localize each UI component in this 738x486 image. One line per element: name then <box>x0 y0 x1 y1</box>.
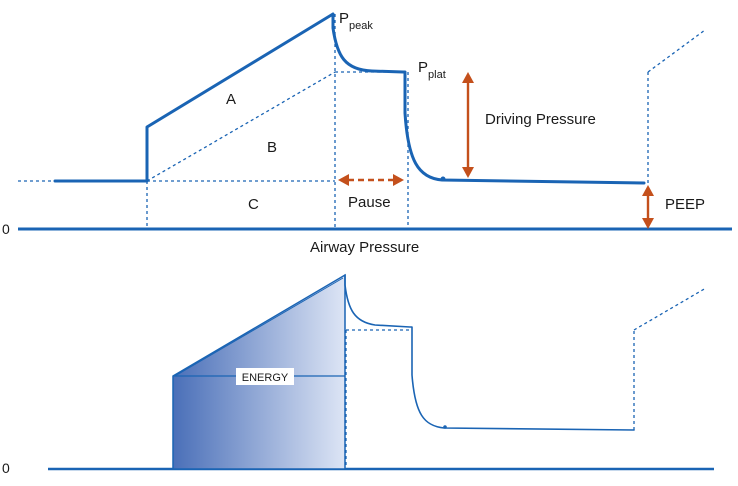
top-pressure-curve <box>53 12 646 185</box>
top-dotted-area-b-diagonal <box>146 71 336 182</box>
airway-pressure-title: Airway Pressure <box>310 239 419 256</box>
area-a-label: A <box>226 91 236 108</box>
top-zero-label: 0 <box>2 221 10 237</box>
top-panel: Ppeak Pplat A B C Driving Pressure Pause… <box>2 10 732 256</box>
pause-label: Pause <box>348 194 391 211</box>
bottom-pressure-curve <box>344 274 635 431</box>
p-peak-label: Ppeak <box>339 10 373 32</box>
bottom-curve-expiration-knot <box>443 425 447 429</box>
top-curve-expiration-knot <box>440 176 446 182</box>
energy-label: ENERGY <box>242 372 289 384</box>
bottom-dotted-next-rise <box>633 287 707 331</box>
driving-pressure-arrow <box>462 72 474 178</box>
area-b-label: B <box>267 139 277 156</box>
bottom-zero-label: 0 <box>2 460 10 476</box>
p-plat-label: Pplat <box>418 59 446 81</box>
peep-label: PEEP <box>665 196 705 213</box>
peep-arrow <box>642 185 654 229</box>
bottom-panel: ENERGY 0 <box>2 273 714 476</box>
energy-diagonal-inner <box>174 277 344 377</box>
area-c-label: C <box>248 196 259 213</box>
energy-label-box <box>236 368 294 385</box>
top-dotted-next-rise <box>647 29 706 73</box>
pause-arrow <box>338 174 404 186</box>
driving-pressure-label: Driving Pressure <box>485 111 596 128</box>
